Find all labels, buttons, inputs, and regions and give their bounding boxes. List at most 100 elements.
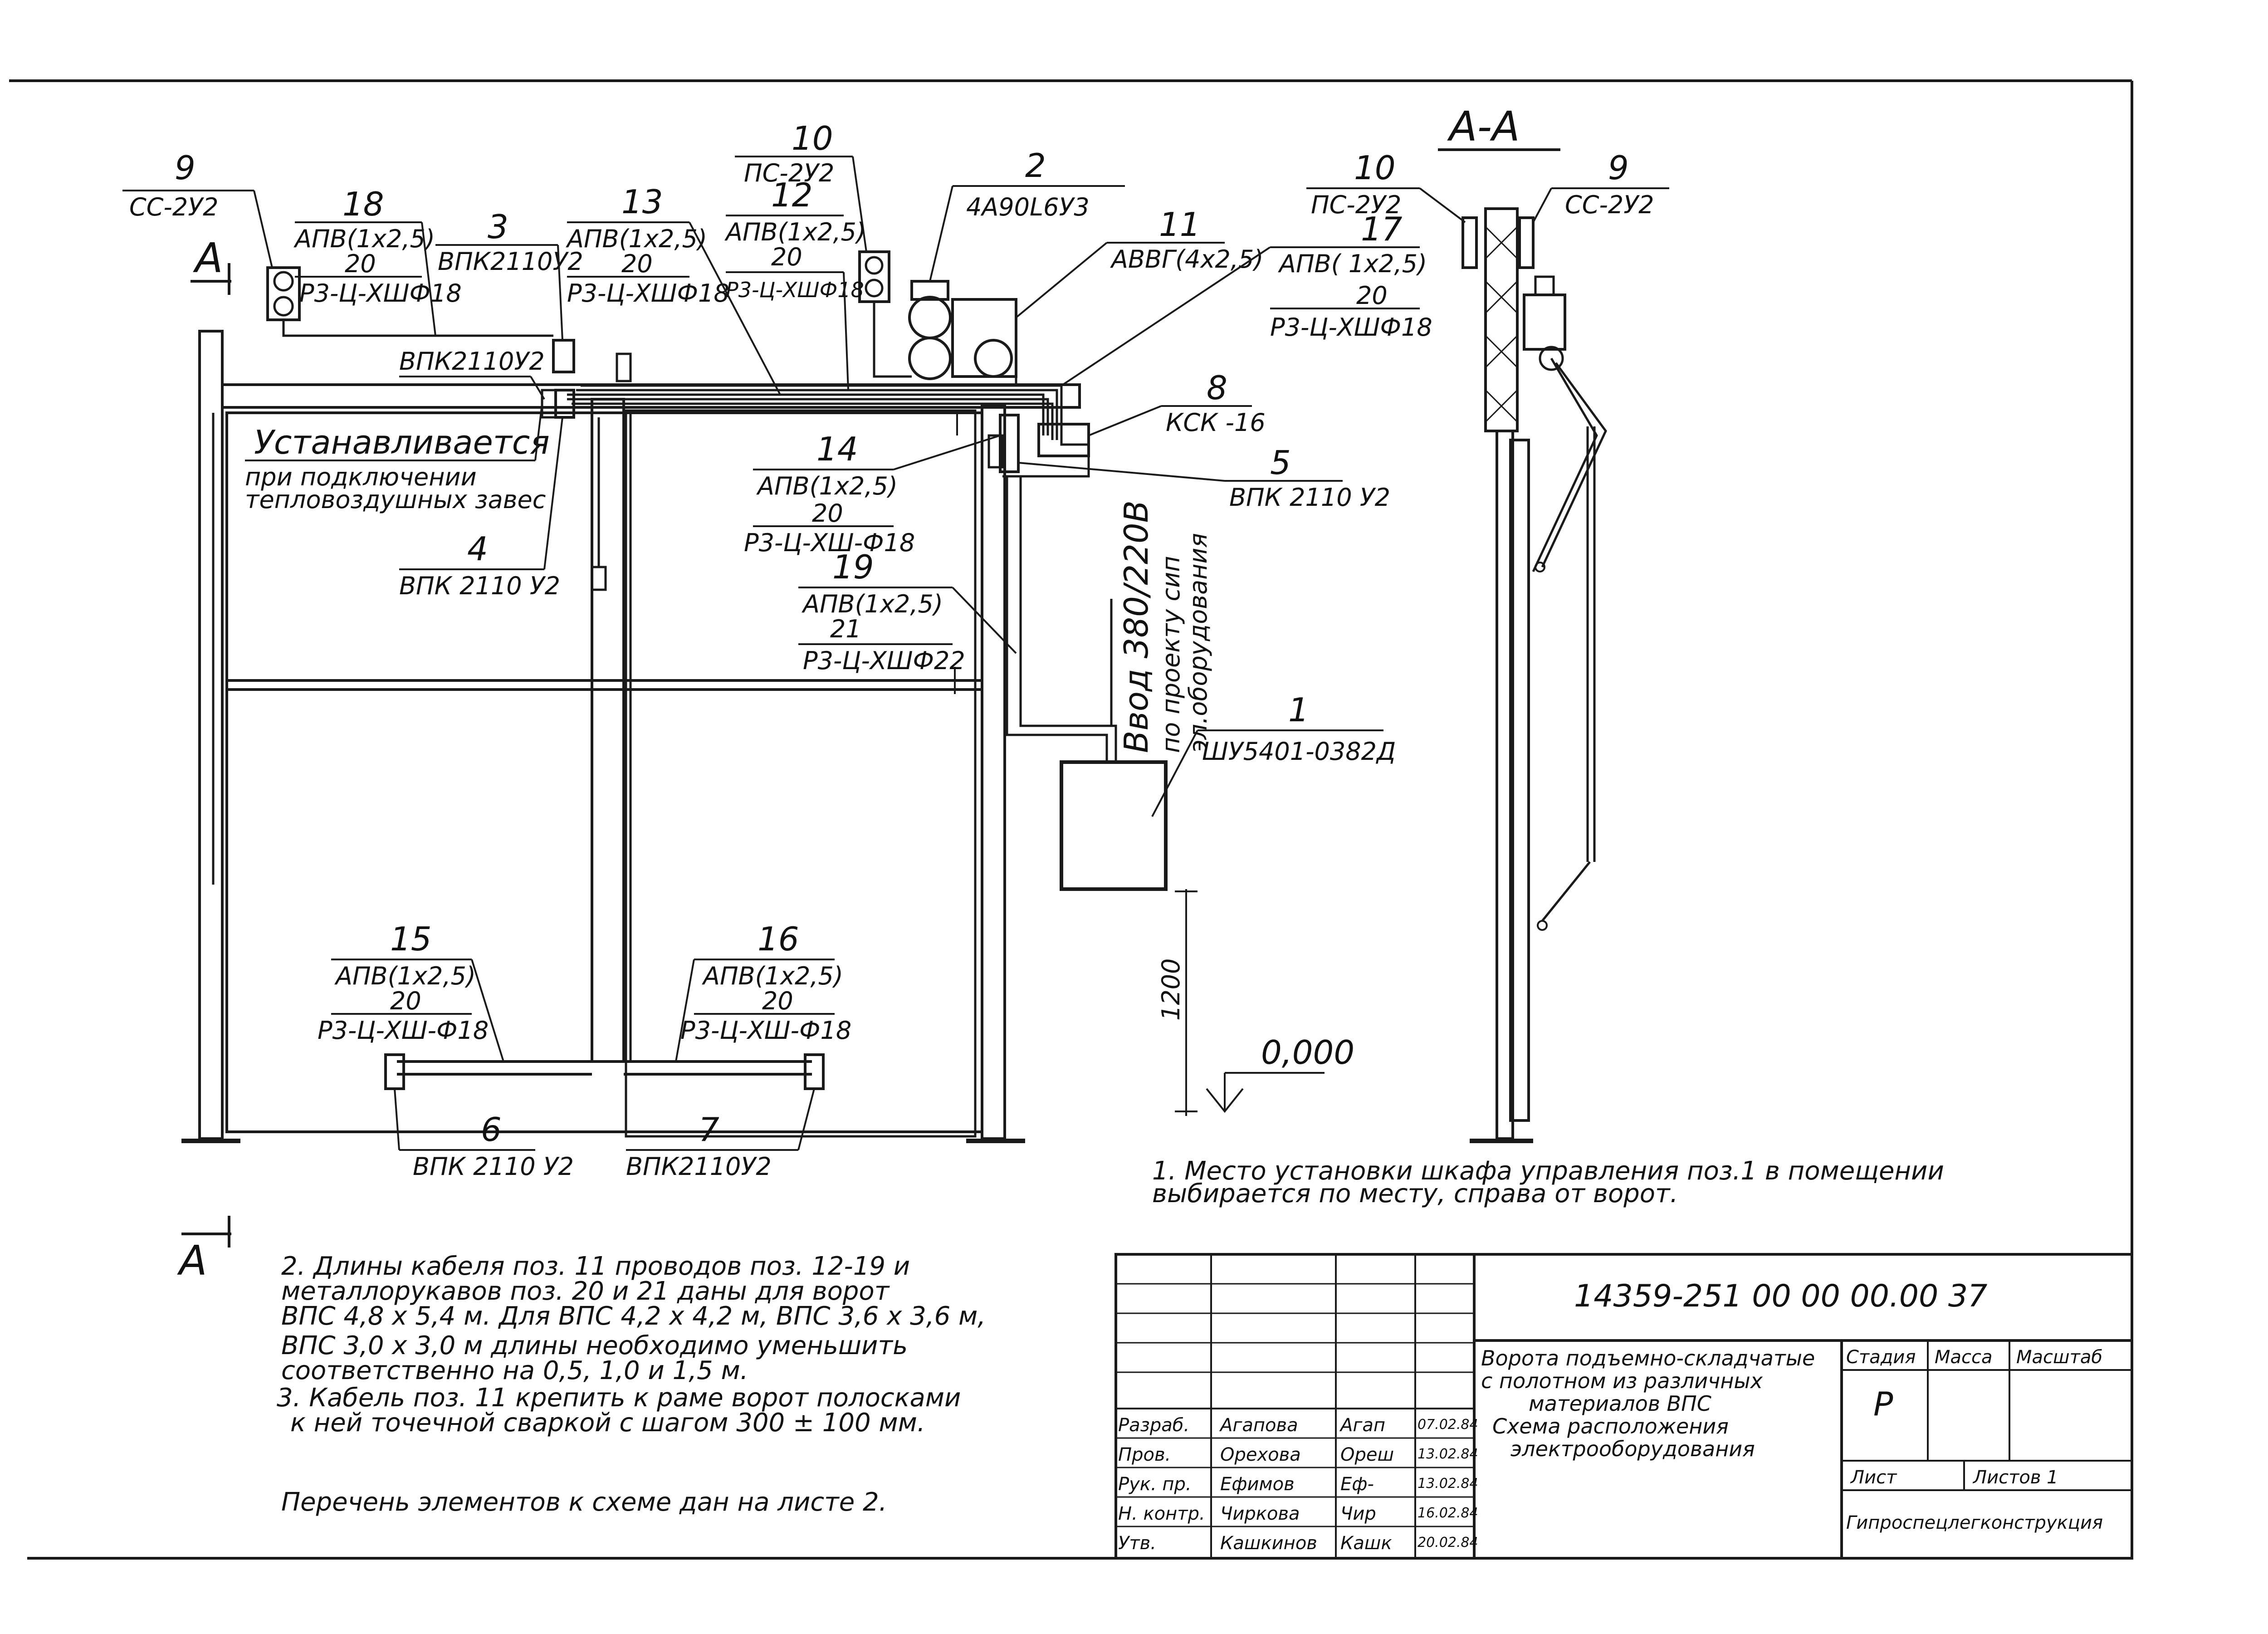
drive-motor [908,280,1017,386]
wire-13: АПВ(1х2,5) [566,225,707,253]
type-1: ШУ5401-0382Д [1202,737,1396,766]
central-conduit [591,398,625,1063]
date-checker: 13.02.84 [1418,1446,1478,1462]
sleeve-12: Р3-Ц-ХШФ18 [726,278,864,302]
dimension-1200: 1200 [1157,959,1185,1021]
signature-norm-control: Чир [1340,1503,1376,1524]
pos-19: 19 [832,548,874,586]
feed-note-line-2: по проекту сип [1157,556,1185,753]
limit-switch-7 [804,1053,825,1090]
limit-switch-3 [552,339,575,373]
role-lead: Рук. пр. [1118,1474,1192,1495]
left-column [198,330,224,1140]
sleeve-19: Р3-Ц-ХШФ22 [803,646,965,675]
pos-18: 18 [342,185,384,223]
callout-19: 19 АПВ(1х2,5) 21 Р3-Ц-ХШФ22 [798,548,1017,675]
note-2-line-2: металлорукавов поз. 20 и 21 даны для вор… [281,1277,890,1306]
install-note-line-2: тепловоздушных завес [245,485,546,514]
sleeve-18: Р3-Ц-ХШФ18 [299,279,462,308]
callout-12: 12 АПВ(1х2,5) 20 Р3-Ц-ХШФ18 [724,176,866,391]
pos-6: 6 [481,1111,502,1149]
pos-9: 9 [175,149,196,187]
type-5: ВПК 2110 У2 [1229,483,1390,512]
wire-19: АПВ(1х2,5) [802,590,943,618]
callout-3: 3 ВПК2110У2 [435,208,583,341]
front-view [181,250,1325,1248]
role-checker: Пров. [1118,1444,1171,1465]
pos-13: 13 [621,183,663,221]
callout-10-section: 10 ПС-2У2 [1306,149,1466,223]
type-7: ВПК2110У2 [626,1152,772,1181]
note-2-line-1: 2. Длины кабеля поз. 11 проводов поз. 12… [281,1252,910,1281]
type-6: ВПК 2110 У2 [413,1152,574,1181]
name-developer: Агапова [1219,1415,1298,1436]
type-3b: ВПК2110У2 [399,347,545,376]
callout-6: 6 ВПК 2110 У2 [394,1088,574,1181]
title-line-1: Ворота подъемно-складчатые [1481,1346,1815,1370]
note-2-line-4: ВПС 3,0 х 3,0 м длины необходимо уменьши… [281,1331,908,1360]
signal-lamp-9 [266,266,301,321]
pos-11: 11 [1159,205,1201,244]
callout-11: 11 АВВГ(4х2,5) [1015,205,1263,318]
sheets-label: Листов 1 [1972,1467,2058,1488]
feed-note: Ввод 380/220В по проекту сип эл.оборудов… [1117,500,1212,753]
len-17: 20 [1356,281,1388,310]
type-4: ВПК 2110 У2 [399,572,560,600]
section-title: А-А [1447,103,1520,151]
wire-18: АПВ(1х2,5) [293,225,435,253]
name-norm-control: Чиркова [1220,1503,1300,1524]
note-2-line-5: соответственно на 0,5, 1,0 и 1,5 м. [281,1356,748,1385]
door-leaf [225,411,983,1133]
install-note-line-1: при подключении [245,463,477,491]
control-cabinet-1 [1060,760,1168,891]
title-block: 14359-251 00 00 00.00 37 Ворота подъемно… [1114,1253,2133,1560]
callout-5: 5 ВПК 2110 У2 [1018,444,1390,512]
signal-lamp-10 [858,250,890,303]
section-mark-top: А [193,235,223,282]
section-a-a-view [1438,148,1607,1143]
pos-16: 16 [758,920,799,958]
callout-8: 8 КСК -16 [1088,369,1266,437]
type-9-section: СС-2У2 [1565,191,1654,219]
sleeve-17: Р3-Ц-ХШФ18 [1270,313,1432,342]
sleeve-13: Р3-Ц-ХШФ18 [567,279,729,308]
role-norm-control: Н. контр. [1118,1503,1205,1524]
pos-8: 8 [1207,369,1227,407]
signature-approved: Кашк [1340,1533,1392,1554]
len-19: 21 [830,615,861,643]
callout-4: 4 ВПК 2110 У2 [399,417,563,600]
pos-10: 10 [792,119,833,157]
len-13: 20 [621,250,653,278]
len-14: 20 [812,499,843,528]
callout-9-section: 9 СС-2У2 [1532,149,1669,223]
role-developer: Разраб. [1118,1415,1189,1436]
title-line-3: материалов ВПС [1529,1391,1711,1416]
note-3-line-2: к ней точечной сваркой с шагом 300 ± 100… [290,1408,925,1438]
signature-lead: Еф- [1340,1474,1374,1495]
callout-1: 1 ШУ5401-0382Д [1151,691,1396,817]
callout-18: 18 АПВ(1х2,5) 20 Р3-Ц-ХШФ18 [293,185,462,336]
callout-15: 15 АПВ(1х2,5) 20 Р3-Ц-ХШ-Ф18 [318,920,504,1062]
elements-list-note: Перечень элементов к схеме дан на листе … [281,1487,887,1517]
wire-15: АПВ(1х2,5) [334,962,476,990]
name-checker: Орехова [1220,1444,1301,1465]
callout-9: 9 СС-2У2 [122,149,273,268]
type-11: АВВГ(4х2,5) [1110,245,1263,274]
type-10: ПС-2У2 [744,159,834,187]
wire-16: АПВ(1х2,5) [702,962,843,990]
wire-14: АПВ(1х2,5) [756,472,898,500]
name-approved: Кашкинов [1220,1533,1317,1554]
name-lead: Ефимов [1220,1474,1295,1495]
pos-1: 1 [1288,691,1309,729]
callout-14: 14 АПВ(1х2,5) 20 Р3-Ц-ХШ-Ф18 [744,430,1001,557]
note-2-line-3: ВПС 4,8 х 5,4 м. Для ВПС 4,2 х 4,2 м, ВП… [281,1301,986,1331]
title-line-5: электрооборудования [1510,1437,1755,1461]
organization: Гипроспецлегконструкция [1846,1512,2103,1533]
wire-12: АПВ(1х2,5) [724,218,866,246]
callout-17: 17 АПВ( 1х2,5) 20 Р3-Ц-ХШФ18 [1061,210,1432,386]
date-approved: 20.02.84 [1418,1535,1478,1551]
callout-13: 13 АПВ(1х2,5) 20 Р3-Ц-ХШФ18 [566,183,781,395]
scale-label: Масштаб [2016,1347,2102,1368]
pos-7: 7 [699,1111,719,1149]
